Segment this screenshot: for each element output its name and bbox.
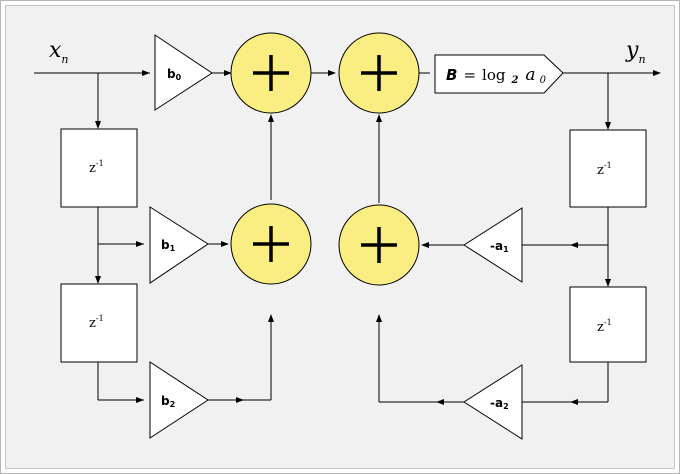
output-signal-label: yn <box>625 38 646 66</box>
adder-1 <box>230 32 312 114</box>
arrow-adder2-up <box>376 114 382 122</box>
arrow-adder1-in <box>224 70 232 76</box>
arrow-z2-right <box>605 279 611 287</box>
gain-minus-a1: -a1 <box>463 207 523 283</box>
svg-text:z-1: z-1 <box>597 161 612 178</box>
adder-2 <box>338 32 420 114</box>
arrow-b2-in <box>136 397 144 403</box>
arrow-adder3-in <box>221 241 229 247</box>
arrow-adder2-in <box>328 70 336 76</box>
arrow-a1-wire <box>570 242 578 248</box>
arrow-adder4-in <box>421 242 429 248</box>
svg-text:b1: b1 <box>161 238 176 253</box>
arrow-a2-mid <box>436 399 444 405</box>
output-block-formula: B = log 2 a 0 <box>446 65 547 87</box>
arrow-a2-wire <box>570 399 578 405</box>
arrow-adder1-up <box>268 114 274 122</box>
svg-text:z-1: z-1 <box>89 159 104 176</box>
svg-text:b0: b0 <box>167 67 182 82</box>
svg-text:-a1: -a1 <box>490 239 509 254</box>
delay-block-left-2: z-1 <box>60 283 138 363</box>
arrow-z2-left <box>95 276 101 284</box>
arrow-adder4-up <box>376 314 382 322</box>
arrow-adder3-up <box>268 314 274 322</box>
svg-text:z-1: z-1 <box>597 318 612 335</box>
input-signal-label: xn <box>49 38 69 66</box>
delay-block-right-1: z-1 <box>569 129 647 208</box>
adder-4 <box>338 204 420 286</box>
svg-text:b2: b2 <box>161 394 175 409</box>
delay-block-left-1: z-1 <box>60 128 138 208</box>
arrow-input-b0 <box>142 70 150 76</box>
arrow-z1-left <box>95 121 101 129</box>
gain-b1: b1 <box>149 206 209 284</box>
delay-block-right-2: z-1 <box>569 286 647 363</box>
gain-b0: b0 <box>154 34 213 111</box>
output-scaling-block: B = log 2 a 0 <box>434 54 564 94</box>
svg-text:-a2: -a2 <box>490 396 509 411</box>
adder-3 <box>230 203 312 285</box>
arrow-z1-right <box>605 122 611 130</box>
arrow-output <box>653 70 661 76</box>
arrowheads <box>95 70 661 405</box>
svg-text:z-1: z-1 <box>89 314 104 331</box>
gain-b2: b2 <box>149 361 209 439</box>
arrow-b1-in <box>136 241 144 247</box>
gain-minus-a2: -a2 <box>463 364 523 440</box>
arrow-b2-mid <box>236 397 244 403</box>
